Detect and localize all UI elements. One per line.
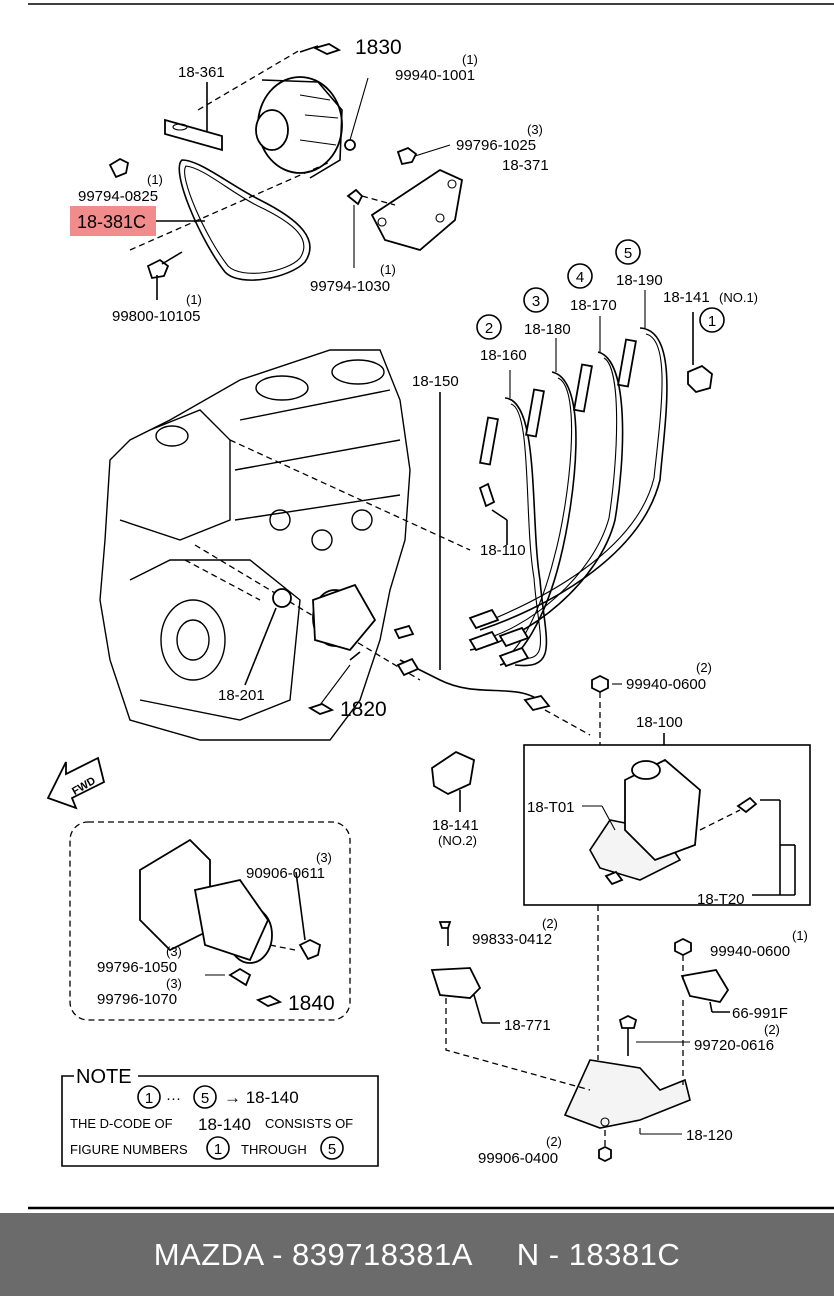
note-circle-1: 1 [145, 1090, 153, 1107]
label-99796-1025-qty: (3) [527, 122, 543, 137]
note-line3a: FIGURE NUMBERS [70, 1142, 188, 1157]
label-99906-0400: 99906-0400 [478, 1150, 558, 1167]
starter-motor [244, 583, 415, 715]
sensor-18-110-shape [478, 482, 496, 508]
o-ring-18-201-shape [272, 588, 292, 608]
label-99800-10105-qty: (1) [186, 292, 202, 307]
connector-66-991F-shape [680, 969, 730, 1004]
footer-bar: MAZDA - 839718381A N - 18381C [0, 1213, 834, 1296]
note-arrow-target: → 18-140 [224, 1088, 299, 1107]
label-99720-0616: 99720-0616 [694, 1037, 774, 1054]
circle-5-label: 5 [624, 245, 632, 262]
ignition-coil-group [523, 674, 811, 906]
label-18-190: 18-190 [616, 272, 663, 289]
label-18-201: 18-201 [218, 687, 265, 704]
label-18-141-no2-suffix: (NO.2) [438, 833, 477, 848]
label-18-T01: 18-T01 [527, 799, 575, 816]
note-line2c: CONSISTS OF [265, 1116, 353, 1131]
label-99940-0600: 99940-0600 [626, 676, 706, 693]
label-18-381C-highlighted: 18-381C [77, 212, 146, 232]
module-18-771-shape [430, 967, 482, 999]
label-18-150: 18-150 [412, 373, 459, 390]
label-18-T20: 18-T20 [697, 891, 745, 908]
bracket-18-120-shape [563, 1059, 691, 1129]
label-99906-0400-qty: (2) [546, 1134, 562, 1149]
label-18-141-no2: 18-141 [432, 817, 479, 834]
label-90906-0611-qty: (3) [316, 850, 332, 865]
circle-2-label: 2 [485, 320, 493, 337]
label-99794-0825-qty: (1) [147, 172, 163, 187]
lower-bracket-group [430, 905, 730, 1163]
label-99940-1001: 99940-1001 [395, 67, 475, 84]
note-line3c: THROUGH [241, 1142, 307, 1157]
alternator-group [108, 43, 464, 300]
label-18-361: 18-361 [178, 64, 225, 81]
circle-4-label: 4 [576, 269, 584, 286]
engine-block-sketch [99, 349, 471, 741]
label-1830: 1830 [355, 36, 402, 59]
label-18-170: 18-170 [570, 297, 617, 314]
circle-1-label: 1 [708, 313, 716, 330]
footer-part-number: MAZDA - 839718381A N - 18381C [153, 1236, 681, 1272]
label-18-141-no1: 18-141 [663, 289, 710, 306]
circle-3-label: 3 [532, 293, 540, 310]
exploded-parts-diagram: 5 4 3 2 1 1830 18-361 (1) 99940-1001 (3)… [28, 3, 834, 1210]
highlighted-part-marker [70, 206, 156, 236]
label-99720-0616-qty: (2) [764, 1022, 780, 1037]
label-18-110: 18-110 [480, 542, 526, 559]
label-99940-1001-qty: (1) [462, 52, 478, 67]
label-99796-1025: 99796-1025 [456, 137, 536, 154]
label-18-771: 18-771 [504, 1017, 551, 1034]
label-66-991F: 66-991F [732, 1005, 788, 1022]
coil-detail-box [523, 744, 811, 906]
label-1820: 1820 [340, 698, 387, 721]
label-1840: 1840 [288, 992, 335, 1015]
ignition-coil-18-T01 [624, 758, 701, 862]
label-18-100: 18-100 [636, 714, 683, 731]
clip-18-141-no2 [431, 750, 476, 812]
label-99796-1070: 99796-1070 [97, 991, 177, 1008]
note-box [61, 1075, 379, 1167]
note-line3d: 5 [328, 1141, 336, 1158]
plug-wire-18-160 [504, 397, 548, 667]
note-line2a: THE D-CODE OF [70, 1116, 173, 1131]
plug-wire-18-190 [479, 327, 668, 631]
label-18-160: 18-160 [480, 347, 527, 364]
label-18-371: 18-371 [502, 157, 549, 174]
label-18-180: 18-180 [524, 321, 571, 338]
label-99794-1030: 99794-1030 [310, 278, 390, 295]
label-99940-0600b-qty: (1) [792, 928, 808, 943]
note-line3b: 1 [214, 1141, 222, 1158]
label-99940-0600b: 99940-0600 [710, 943, 790, 960]
drive-belt-18-381C [178, 159, 311, 281]
circled-figure-numbers [476, 239, 725, 340]
label-99794-1030-qty: (1) [380, 262, 396, 277]
label-99833-0412: 99833-0412 [472, 931, 552, 948]
label-90906-0611: 90906-0611 [246, 865, 325, 882]
label-99796-1050-qty: (3) [166, 944, 182, 959]
label-99940-0600-qty: (2) [696, 660, 712, 675]
fwd-arrow-icon [46, 756, 106, 810]
label-99796-1070-qty: (3) [166, 976, 182, 991]
note-title: NOTE [76, 1066, 132, 1088]
bracket-18-371-shape [370, 168, 464, 251]
detail-box-1840 [69, 821, 351, 1021]
label-18-141-no1-suffix: (NO.1) [719, 290, 758, 305]
note-circle-5: 5 [201, 1090, 209, 1107]
label-99800-10105: 99800-10105 [112, 308, 200, 325]
note-dots: ··· [166, 1090, 181, 1107]
clip-18-141-no1 [687, 364, 713, 394]
note-line2b: 18-140 [198, 1115, 251, 1134]
label-99796-1050: 99796-1050 [97, 959, 177, 976]
plug-wires-group [396, 290, 713, 736]
label-99794-0825: 99794-0825 [78, 188, 158, 205]
label-18-120: 18-120 [686, 1127, 733, 1144]
bracket-18-361-shape [164, 118, 223, 152]
label-99833-0412-qty: (2) [542, 916, 558, 931]
